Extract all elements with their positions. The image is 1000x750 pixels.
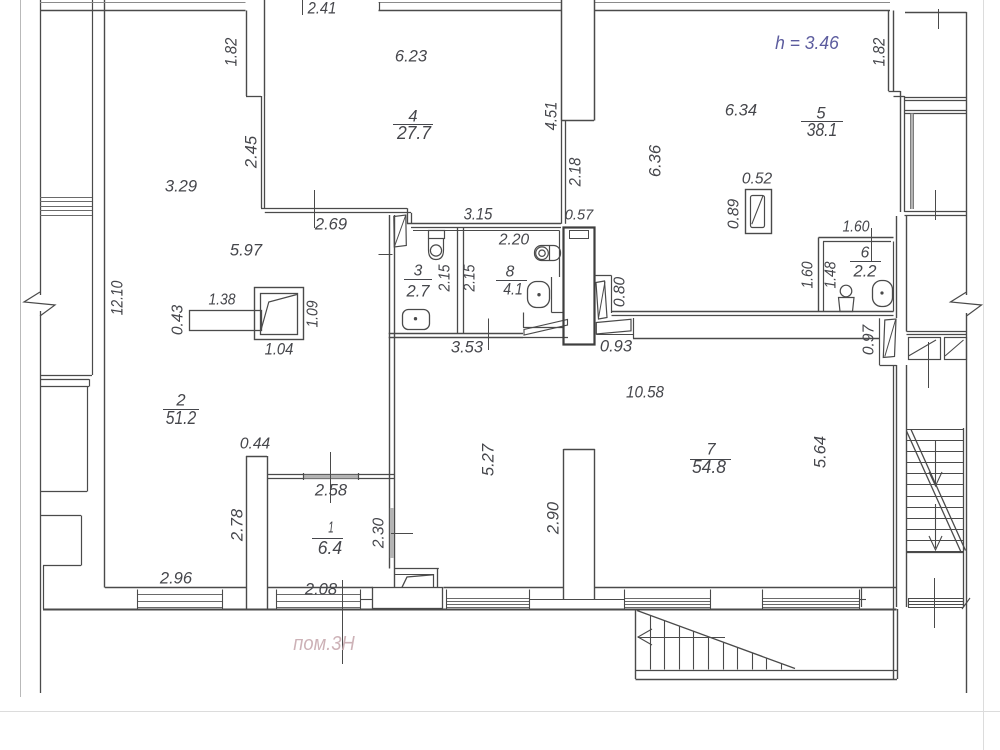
svg-text:2.15: 2.15 (437, 264, 454, 292)
svg-text:2.30: 2.30 (371, 518, 388, 549)
svg-text:5.97: 5.97 (230, 241, 263, 260)
svg-text:0.44: 0.44 (240, 436, 270, 453)
svg-text:1.60: 1.60 (800, 261, 817, 288)
svg-text:6: 6 (861, 245, 870, 262)
svg-text:4.1: 4.1 (503, 280, 523, 299)
svg-text:6.36: 6.36 (646, 144, 665, 177)
svg-text:5.27: 5.27 (479, 443, 498, 476)
svg-text:0.89: 0.89 (726, 199, 743, 229)
svg-text:3: 3 (414, 263, 423, 280)
svg-text:8: 8 (506, 264, 515, 281)
svg-text:пом.3Н: пом.3Н (293, 633, 355, 655)
svg-text:6.34: 6.34 (725, 101, 757, 120)
svg-text:38.1: 38.1 (807, 120, 838, 140)
svg-text:2.2: 2.2 (853, 262, 877, 281)
svg-text:0.80: 0.80 (612, 277, 629, 307)
svg-text:12.10: 12.10 (108, 280, 127, 315)
svg-text:2: 2 (175, 391, 186, 410)
svg-text:2.18: 2.18 (566, 157, 585, 187)
svg-text:7: 7 (706, 440, 716, 459)
svg-text:0.52: 0.52 (742, 171, 772, 188)
svg-text:4: 4 (408, 107, 417, 126)
svg-text:3.29: 3.29 (165, 177, 198, 196)
svg-text:51.2: 51.2 (166, 408, 197, 428)
svg-text:2.15: 2.15 (462, 264, 479, 292)
svg-text:1.82: 1.82 (870, 37, 889, 66)
svg-text:4.51: 4.51 (542, 102, 561, 131)
svg-text:5.64: 5.64 (811, 436, 830, 468)
svg-text:0.93: 0.93 (600, 337, 633, 356)
svg-text:2.41: 2.41 (307, 0, 337, 18)
svg-text:2.08: 2.08 (304, 580, 338, 599)
svg-text:3.53: 3.53 (451, 338, 484, 357)
svg-text:2.20: 2.20 (498, 232, 529, 249)
svg-text:2.45: 2.45 (242, 135, 261, 169)
svg-text:1.38: 1.38 (208, 292, 235, 309)
svg-text:1.48: 1.48 (823, 261, 840, 288)
svg-text:54.8: 54.8 (692, 457, 726, 477)
svg-text:1.60: 1.60 (842, 219, 869, 236)
svg-text:h = 3.46: h = 3.46 (775, 33, 840, 53)
svg-text:2.78: 2.78 (228, 508, 247, 542)
svg-text:6.23: 6.23 (395, 47, 428, 66)
svg-text:3.15: 3.15 (464, 205, 493, 224)
svg-text:1.04: 1.04 (265, 340, 294, 359)
svg-text:5: 5 (816, 104, 826, 123)
svg-text:0.57: 0.57 (565, 207, 594, 224)
svg-text:6.4: 6.4 (318, 538, 342, 558)
svg-text:2.58: 2.58 (314, 481, 348, 500)
svg-text:10.58: 10.58 (626, 383, 664, 402)
svg-text:2.69: 2.69 (314, 215, 348, 234)
svg-text:2.96: 2.96 (159, 569, 193, 588)
svg-text:2.90: 2.90 (544, 501, 563, 535)
svg-text:1.82: 1.82 (222, 37, 241, 66)
svg-text:0.43: 0.43 (170, 305, 187, 335)
svg-text:1.09: 1.09 (305, 300, 322, 327)
svg-text:1: 1 (328, 520, 334, 537)
svg-text:27.7: 27.7 (396, 123, 432, 143)
svg-text:0.97: 0.97 (861, 324, 878, 355)
svg-text:2.7: 2.7 (406, 282, 430, 301)
